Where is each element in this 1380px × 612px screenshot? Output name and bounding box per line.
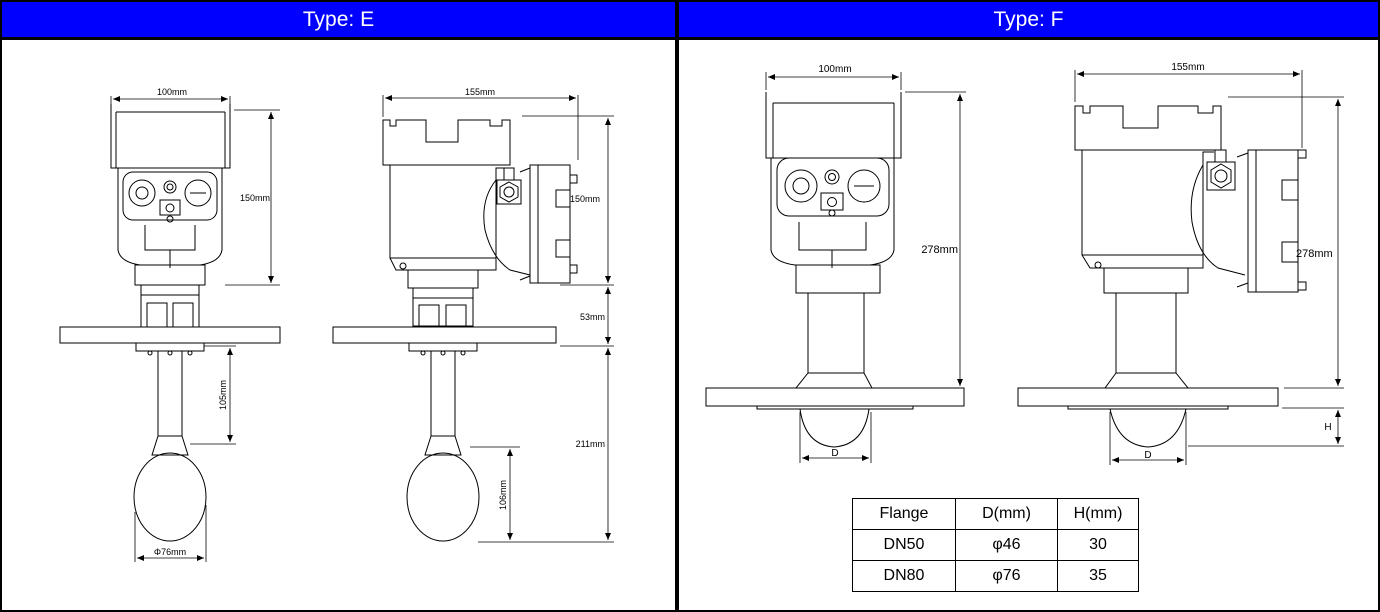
- type-e-side-width-label: 155mm: [465, 87, 495, 97]
- type-e-front-height-label: 150mm: [240, 193, 270, 203]
- table-cell: φ46: [955, 529, 1058, 561]
- type-f-front-height-label: 278mm: [921, 244, 958, 256]
- table-cell: DN80: [852, 560, 956, 592]
- type-e-side-dimensions: 155mm 150mm 53mm 211mm 106mm: [382, 87, 614, 543]
- type-e-side-view: [332, 119, 578, 542]
- type-e-below-flange-label: 211mm: [576, 439, 605, 449]
- frame-left: [0, 0, 2, 612]
- frame-divider: [675, 0, 679, 612]
- table-cell: φ76: [955, 560, 1058, 592]
- table-header-cell: D(mm): [955, 498, 1058, 530]
- type-e-front-width-label: 100mm: [157, 87, 187, 97]
- type-f-dome-height-label: H: [1324, 422, 1331, 433]
- type-f-side-dimensions: 155mm 278mm H D: [1074, 62, 1344, 465]
- type-f-side-diameter-label: D: [1144, 450, 1151, 461]
- frame-right: [1378, 0, 1380, 612]
- table-row: DN80 φ76 35: [852, 560, 1139, 592]
- table-header-cell: Flange: [852, 498, 956, 530]
- table-row: DN50 φ46 30: [852, 529, 1139, 561]
- table-cell: DN50: [852, 529, 956, 561]
- type-e-horn-diameter-label: Φ76mm: [154, 547, 186, 557]
- type-f-side-width-label: 155mm: [1171, 62, 1204, 73]
- panel-title-type-e: Type: E: [2, 2, 675, 37]
- type-e-front-dimensions: 100mm 150mm 105mm Φ76mm: [110, 87, 280, 562]
- frame-header-rule: [0, 37, 1380, 40]
- frame-top: [0, 0, 1380, 2]
- type-f-front-dimensions: 100mm 278mm D: [765, 64, 966, 463]
- panel-title-type-f: Type: F: [679, 2, 1378, 37]
- flange-spec-table: Flange D(mm) H(mm) DN50 φ46 30 DN80 φ76 …: [852, 498, 1139, 592]
- table-cell: 30: [1057, 529, 1139, 561]
- type-f-front-diameter-label: D: [831, 448, 838, 459]
- type-f-side-height-label: 278mm: [1296, 248, 1333, 260]
- table-header-cell: H(mm): [1057, 498, 1139, 530]
- type-e-neck-height-label: 53mm: [580, 312, 605, 322]
- type-f-side-view: [1017, 105, 1307, 448]
- type-e-horn-length-label: 106mm: [498, 480, 508, 510]
- type-e-side-height-label: 150mm: [570, 194, 600, 204]
- table-header-row: Flange D(mm) H(mm): [852, 498, 1139, 530]
- type-e-front-view: [59, 104, 281, 542]
- type-f-front-view: [705, 92, 965, 448]
- frame-bottom: [0, 610, 1380, 612]
- type-f-front-width-label: 100mm: [818, 64, 851, 75]
- type-e-rod-length-label: 105mm: [218, 380, 228, 410]
- table-cell: 35: [1057, 560, 1139, 592]
